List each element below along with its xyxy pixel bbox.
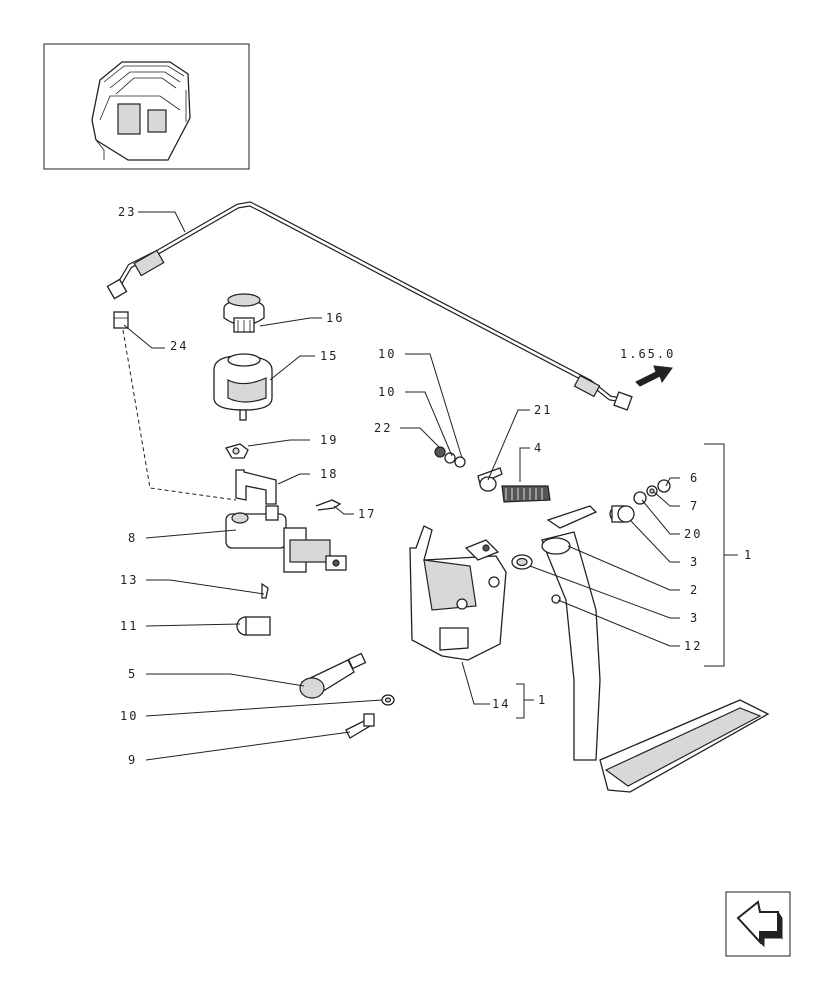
label-16: 16 xyxy=(326,311,344,325)
label-24: 24 xyxy=(170,339,188,353)
part-3-bushing-a xyxy=(511,554,533,570)
part-12-grease-nipple xyxy=(551,594,561,604)
part-3-bushing-b xyxy=(609,505,635,523)
label-10-upper: 10 xyxy=(378,347,396,361)
label-19: 19 xyxy=(320,433,338,447)
label-1-bracket: 1 xyxy=(538,693,547,707)
part-19-elbow-connector xyxy=(225,443,249,459)
part-7-washer xyxy=(646,485,658,497)
part-18-hose xyxy=(235,469,277,505)
part-10-washer xyxy=(381,694,395,706)
label-17: 17 xyxy=(358,507,376,521)
part-16-reservoir-cap xyxy=(223,293,265,333)
part-9-bolt xyxy=(345,713,375,739)
navigation-arrow-button[interactable] xyxy=(725,891,791,957)
part-2-pedal xyxy=(541,505,770,793)
label-6: 6 xyxy=(690,471,699,485)
label-13: 13 xyxy=(120,573,138,587)
part-17-clip xyxy=(315,499,342,511)
label-8: 8 xyxy=(128,531,137,545)
part-10-washer-b xyxy=(454,456,466,468)
label-11: 11 xyxy=(120,619,138,633)
part-4-spring xyxy=(501,485,551,503)
label-15: 15 xyxy=(320,349,338,363)
part-15-reservoir xyxy=(213,353,273,421)
label-2: 2 xyxy=(690,583,699,597)
reference-arrow-icon xyxy=(635,365,673,387)
cab-icon xyxy=(91,61,191,161)
label-20: 20 xyxy=(684,527,702,541)
label-7: 7 xyxy=(690,499,699,513)
part-24-fitting xyxy=(113,311,237,501)
label-4: 4 xyxy=(534,441,543,455)
label-21: 21 xyxy=(534,403,552,417)
part-13-pin xyxy=(261,582,269,599)
part-labels: 23 24 16 15 10 10 22 21 4 19 18 17 8 13 … xyxy=(118,205,753,767)
part-23-hydraulic-pipe xyxy=(106,201,633,411)
label-14: 14 xyxy=(492,697,510,711)
label-23: 23 xyxy=(118,205,136,219)
cab-thumbnail xyxy=(43,43,250,170)
label-1-assembly: 1 xyxy=(744,548,753,562)
label-22: 22 xyxy=(374,421,392,435)
part-8-master-cylinder xyxy=(225,505,347,573)
return-arrow-icon xyxy=(736,900,783,948)
part-14-bracket xyxy=(409,525,507,661)
label-18: 18 xyxy=(320,467,338,481)
label-12: 12 xyxy=(684,639,702,653)
label-10-middle: 10 xyxy=(378,385,396,399)
part-10-washer-a xyxy=(444,452,456,464)
label-5: 5 xyxy=(128,667,137,681)
label-reference: 1.65.0 xyxy=(620,347,675,361)
leader-lines xyxy=(123,211,738,761)
label-3-upper: 3 xyxy=(690,555,699,569)
label-10-lower: 10 xyxy=(120,709,138,723)
label-3-lower: 3 xyxy=(690,611,699,625)
part-5-damper xyxy=(299,652,367,699)
part-21-bolt xyxy=(477,467,503,492)
part-22-nut xyxy=(434,446,446,458)
label-9: 9 xyxy=(128,753,137,767)
part-11-pin xyxy=(236,616,271,636)
